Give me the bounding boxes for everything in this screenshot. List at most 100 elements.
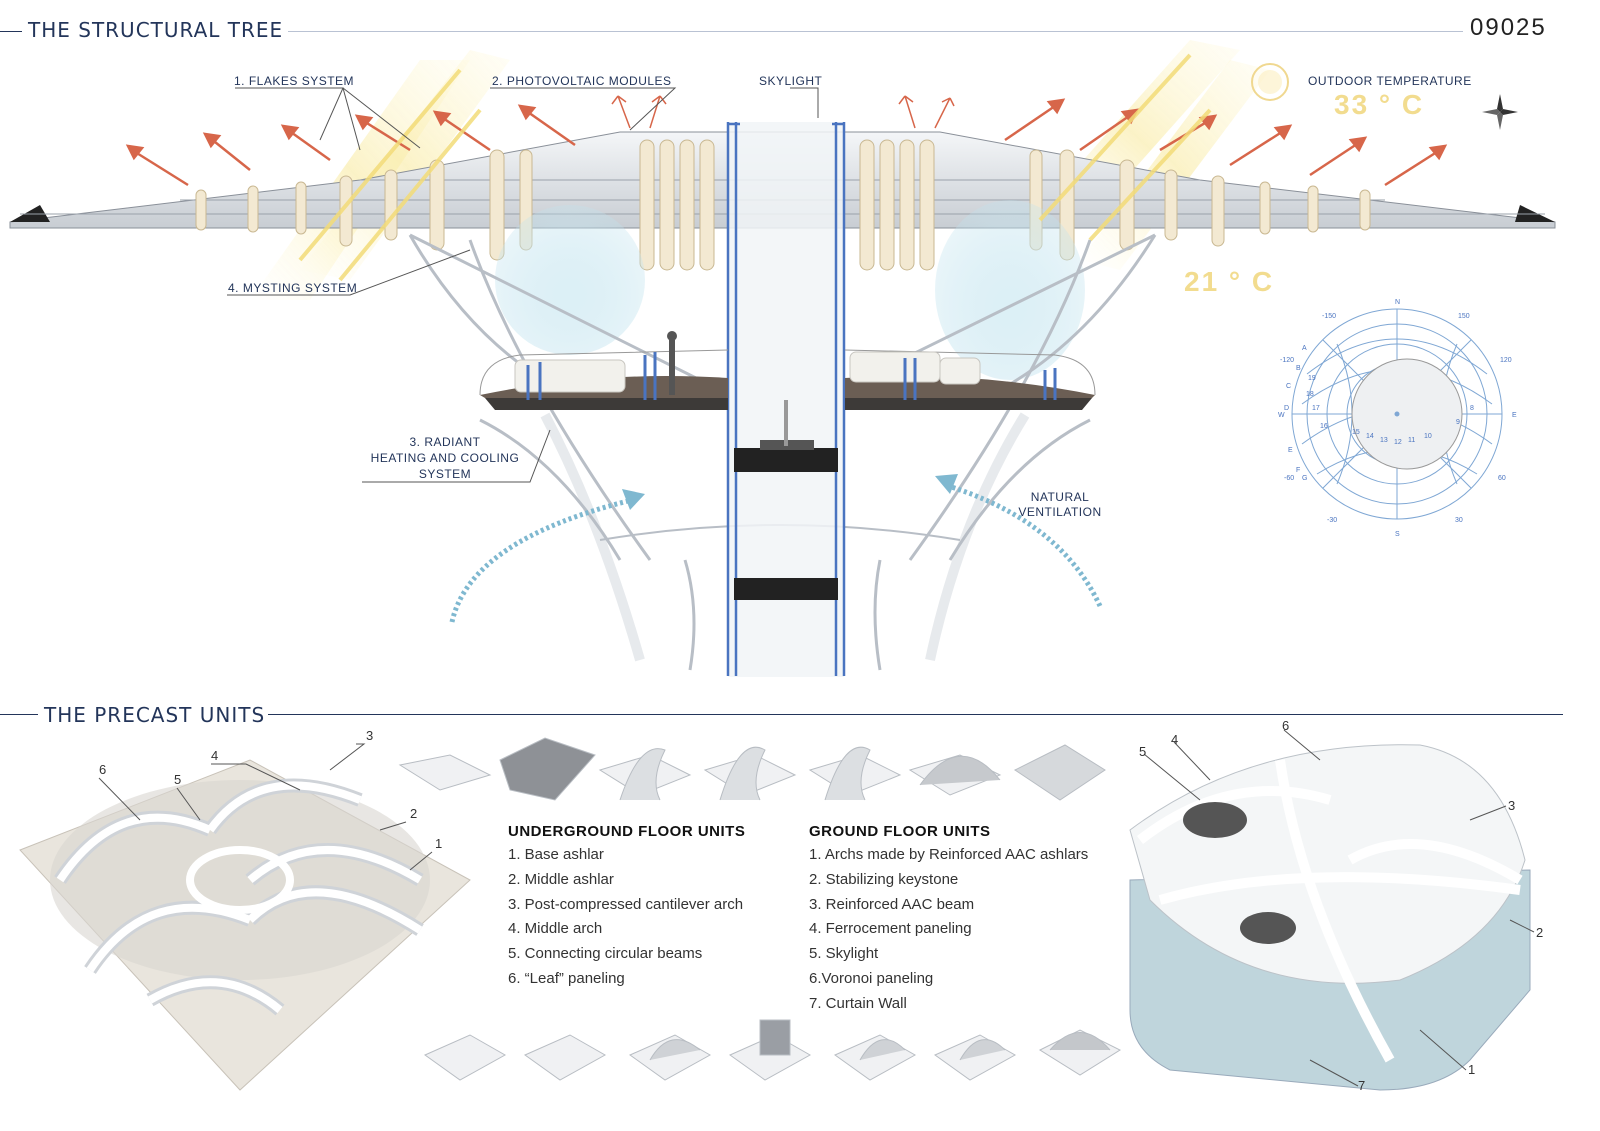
label-radiant-line1: 3. RADIANT [409, 435, 481, 449]
svg-text:10: 10 [1424, 433, 1432, 440]
list-item: 3. Post-compressed cantilever arch [508, 895, 744, 913]
svg-text:8: 8 [1470, 405, 1474, 412]
unit-sketches-top [398, 737, 1106, 801]
floor-deck [479, 331, 1096, 410]
svg-text:-150: -150 [1322, 313, 1336, 320]
svg-text:19: 19 [1308, 375, 1316, 382]
svg-text:18: 18 [1306, 391, 1314, 398]
list-item: 3. Reinforced AAC beam [809, 895, 975, 913]
section-title-precast-units: THE PRECAST UNITS [44, 703, 266, 727]
svg-text:60: 60 [1498, 475, 1506, 482]
mist-left [495, 205, 645, 355]
svg-text:17: 17 [1312, 405, 1320, 412]
label-skylight: SKYLIGHT [759, 74, 823, 88]
label-radiant-line2: HEATING AND COOLING [370, 451, 520, 465]
list-item: 6.Voronoi paneling [809, 969, 934, 987]
list-item: 2. Middle ashlar [508, 870, 614, 888]
svg-text:E: E [1512, 412, 1517, 419]
svg-text:D: D [1284, 405, 1289, 412]
label-radiant-system: 3. RADIANT HEATING AND COOLING SYSTEM [360, 434, 530, 482]
right-callout-3: 3 [1508, 798, 1516, 813]
svg-text:B: B [1296, 365, 1301, 372]
svg-text:13: 13 [1380, 437, 1388, 444]
svg-text:G: G [1302, 475, 1307, 482]
sun-arrows [298, 53, 1212, 282]
svg-text:F: F [1296, 467, 1300, 474]
header-rule-left [0, 31, 22, 32]
list-item: 7. Curtain Wall [809, 994, 907, 1012]
right-callout-4: 4 [1171, 732, 1179, 747]
label-mysting-system: 4. MYSTING SYSTEM [228, 281, 358, 295]
right-callout-5: 5 [1139, 744, 1147, 759]
label-outdoor-temperature: OUTDOOR TEMPERATURE [1308, 74, 1472, 88]
precast-rule [268, 714, 1563, 715]
svg-text:A: A [1302, 345, 1307, 352]
header-rule [288, 31, 1463, 32]
left-callout-1: 1 [435, 836, 443, 851]
list-item: 1. Archs made by Reinforced AAC ashlars [809, 846, 1089, 863]
section-title-structural-tree: THE STRUCTURAL TREE [28, 18, 284, 42]
svg-text:-120: -120 [1280, 357, 1294, 364]
list-item: 5. Skylight [809, 945, 879, 963]
list-item: 4. Ferrocement paneling [809, 920, 972, 938]
right-callout-7: 7 [1358, 1078, 1366, 1093]
left-callout-3: 3 [366, 728, 374, 743]
right-callout-2: 2 [1536, 925, 1544, 940]
right-callout-1: 1 [1468, 1062, 1476, 1077]
left-callout-5: 5 [174, 772, 182, 787]
label-ventilation-line2: VENTILATION [1018, 505, 1102, 519]
list-item: 4. Middle arch [508, 920, 603, 938]
ground-units-title: GROUND FLOOR UNITS [809, 823, 991, 840]
unit-sketches-bottom [423, 1019, 1122, 1081]
svg-text:16: 16 [1320, 423, 1328, 430]
left-callout-2: 2 [410, 806, 418, 821]
list-item: 1. Base ashlar [508, 846, 604, 863]
compass-rose [1482, 94, 1518, 130]
list-item: 6. “Leaf” paneling [508, 969, 625, 987]
svg-text:C: C [1286, 383, 1291, 390]
svg-text:E: E [1288, 447, 1293, 454]
underground-units-items: 1. Base ashlar 2. Middle ashlar 3. Post-… [508, 843, 745, 992]
outdoor-temperature-value: 33 ° C [1334, 89, 1425, 120]
svg-text:14: 14 [1366, 433, 1374, 440]
label-photovoltaic-modules: 2. PHOTOVOLTAIC MODULES [492, 74, 672, 88]
svg-text:15: 15 [1352, 429, 1360, 436]
label-ventilation-line1: NATURAL [1030, 490, 1090, 504]
svg-text:N: N [1395, 299, 1400, 306]
label-leaders [227, 87, 819, 483]
ground-units-list: GROUND FLOOR UNITS 1. Archs made by Rein… [809, 823, 1088, 1017]
sun-path-labels: N E S W -150 150 -120 120 60 -60 -30 30 … [1278, 299, 1517, 538]
precast-illustrations [19, 729, 1535, 1091]
list-item: 2. Stabilizing keystone [809, 870, 959, 888]
svg-text:9: 9 [1456, 419, 1460, 426]
svg-text:-30: -30 [1327, 517, 1337, 524]
structural-tree-illustration: N E S W -150 150 -120 120 60 -60 -30 30 … [9, 40, 1556, 677]
right-callout-6: 6 [1282, 718, 1290, 733]
hanging-panels [195, 139, 1371, 271]
svg-text:12: 12 [1394, 439, 1402, 446]
svg-text:150: 150 [1458, 313, 1470, 320]
underground-units-title: UNDERGROUND FLOOR UNITS [508, 823, 746, 840]
ventilation-arrow-right [944, 482, 1103, 608]
heating-arrows [526, 352, 1057, 400]
ventilation-arrow-left [449, 497, 633, 623]
list-item: 5. Connecting circular beams [508, 945, 703, 963]
label-radiant-line3: SYSTEM [418, 467, 472, 481]
underground-unit-axonometric [19, 743, 471, 1091]
label-natural-ventilation: NATURAL VENTILATION [1010, 490, 1110, 520]
left-callout-6: 6 [99, 762, 107, 777]
project-code: 09025 [1470, 14, 1547, 41]
underground-units-list: UNDERGROUND FLOOR UNITS 1. Base ashlar 2… [508, 823, 745, 992]
ground-units-items: 1. Archs made by Reinforced AAC ashlars … [809, 843, 1088, 1017]
central-shaft [726, 122, 846, 677]
svg-text:11: 11 [1408, 437, 1415, 444]
svg-text:30: 30 [1455, 517, 1463, 524]
svg-text:S: S [1395, 531, 1400, 538]
heat-arrows [125, 98, 1448, 187]
svg-text:-60: -60 [1284, 475, 1294, 482]
ground-unit-axonometric [1129, 729, 1535, 1091]
label-flakes-system: 1. FLAKES SYSTEM [234, 74, 355, 88]
indoor-temperature-value: 21 ° C [1184, 266, 1275, 297]
heat-arrows-top [611, 95, 955, 129]
svg-text:W: W [1278, 412, 1285, 419]
